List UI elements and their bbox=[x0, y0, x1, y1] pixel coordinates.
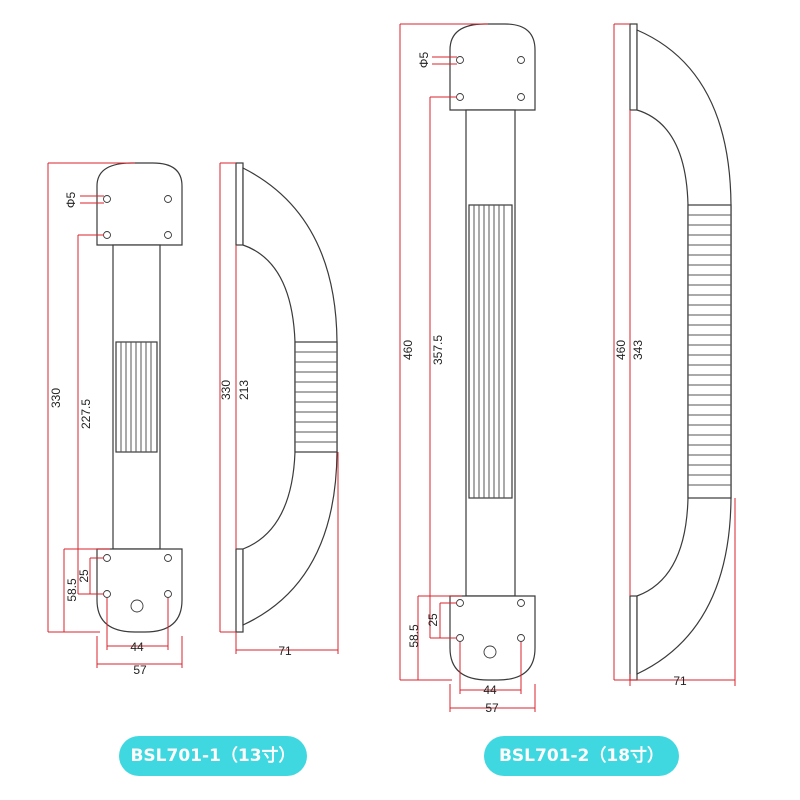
model2-side-inner-length: 343 bbox=[631, 340, 645, 360]
model1-bottom-offset: 58.5 bbox=[65, 578, 79, 602]
model1-hole-spacing: 227.5 bbox=[79, 399, 93, 429]
model1-side-overall-length: 330 bbox=[219, 380, 233, 400]
model1-mounting-holes bbox=[103, 195, 172, 613]
model1-hole-diameter: Φ5 bbox=[64, 192, 78, 209]
model2-hole-offset: 25 bbox=[426, 613, 440, 627]
model2-grip-grooves bbox=[473, 205, 505, 498]
model1-hole-offset: 25 bbox=[77, 569, 91, 583]
model2-label-badge: BSL701-2（18寸） bbox=[484, 736, 679, 776]
model2-side-grip bbox=[687, 204, 732, 499]
model1-plate-width: 57 bbox=[133, 663, 147, 677]
model1-side-top-flange bbox=[235, 162, 244, 246]
model2-side-view: 460 343 71 bbox=[613, 23, 736, 688]
model2-side-overall-length: 460 bbox=[614, 340, 628, 360]
model1-side-inner-length: 213 bbox=[237, 380, 251, 400]
model2-grip bbox=[468, 204, 513, 499]
model2-side-grip-grooves bbox=[688, 214, 731, 486]
model2-bottom-plate bbox=[449, 595, 536, 681]
model2-hole-spacing: 357.5 bbox=[431, 335, 445, 365]
model2-top-plate bbox=[449, 23, 536, 111]
model1-side-handle bbox=[242, 167, 338, 626]
model2-front-view: 460 357.5 58.5 25 Φ5 44 57 bbox=[399, 23, 536, 715]
model1-side-grip bbox=[294, 341, 338, 453]
model2-hole-width: 44 bbox=[483, 683, 497, 697]
model1-front-view: 330 227.5 58.5 25 Φ5 44 57 bbox=[47, 162, 183, 677]
model2-mounting-holes bbox=[456, 56, 525, 659]
model1-side-grip-grooves bbox=[295, 351, 337, 443]
model2-side-depth: 71 bbox=[673, 674, 687, 688]
model1-side-dimension-lines bbox=[219, 162, 339, 654]
model2-side-handle bbox=[636, 29, 732, 675]
model1-bottom-plate bbox=[96, 548, 183, 633]
model1-side-bottom-flange bbox=[235, 548, 244, 633]
model1-top-plate bbox=[96, 162, 183, 246]
model1-front-dimension-lines bbox=[47, 162, 183, 668]
model1-hole-width: 44 bbox=[130, 640, 144, 654]
model1-side-view: 330 213 71 bbox=[219, 162, 339, 658]
model2-front-dimension-lines bbox=[399, 23, 536, 712]
model2-bottom-offset: 58.5 bbox=[407, 624, 421, 648]
model1-side-depth: 71 bbox=[278, 644, 292, 658]
model2-plate-width: 57 bbox=[485, 701, 499, 715]
model1-grip-grooves bbox=[120, 342, 152, 452]
model1-front-overall-length: 330 bbox=[49, 388, 63, 408]
model2-side-dimension-lines bbox=[613, 23, 736, 686]
model2-hole-diameter: Φ5 bbox=[417, 52, 431, 69]
model2-side-bottom-flange bbox=[629, 595, 638, 681]
model1-label-badge: BSL701-1（13寸） bbox=[119, 736, 307, 776]
model2-front-overall-length: 460 bbox=[401, 340, 415, 360]
model2-side-top-flange bbox=[629, 23, 638, 111]
